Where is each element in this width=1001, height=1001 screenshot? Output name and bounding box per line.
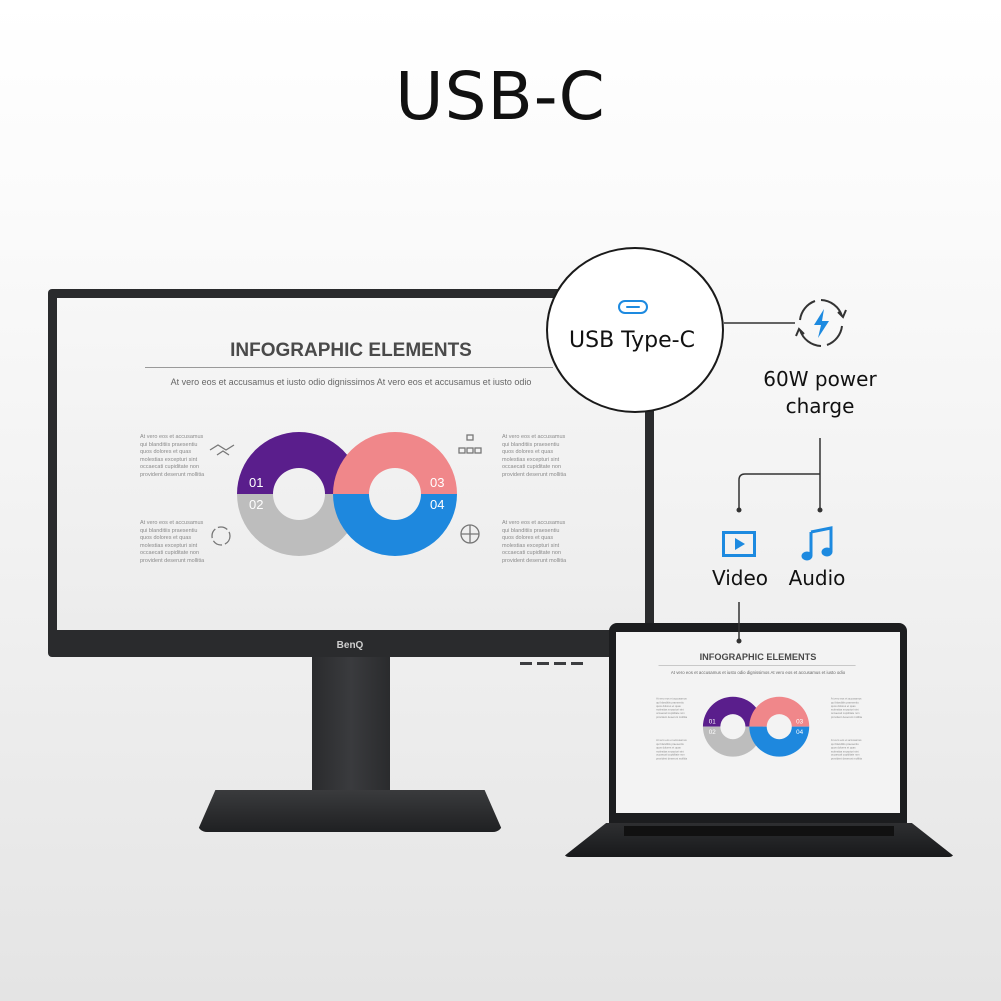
segment-03 — [333, 432, 457, 494]
monitor-stand-base — [197, 790, 503, 832]
segment-02 — [702, 726, 763, 757]
segment-label-02: 02 — [708, 728, 716, 736]
power-charge-label-line2: charge — [785, 394, 855, 418]
segment-03 — [749, 696, 810, 727]
segment-label-03: 03 — [796, 717, 804, 725]
infographic-title: INFOGRAPHIC ELEMENTS — [699, 652, 817, 663]
infographic-chart — [702, 696, 810, 757]
audio-label: Audio — [788, 566, 846, 590]
laptop-infographic: INFOGRAPHIC ELEMENTS At vero eos et accu… — [616, 632, 900, 792]
segment-04 — [333, 494, 457, 556]
usb-type-c-callout — [546, 247, 724, 413]
monitor-brand-logo: BenQ — [336, 640, 364, 651]
usb-type-c-label: USB Type-C — [569, 328, 695, 353]
monitor-stand-neck — [312, 657, 390, 799]
infographic-text-1: At vero eos et accusamus qui blanditiis … — [656, 697, 688, 719]
segment-label-01: 01 — [708, 717, 716, 725]
org-chart-icon — [458, 434, 482, 454]
monitor-screen: INFOGRAPHIC ELEMENTS At vero eos et accu… — [57, 298, 645, 630]
segment-02 — [237, 494, 361, 556]
monitor-infographic: INFOGRAPHIC ELEMENTS At vero eos et accu… — [57, 298, 645, 630]
infographic-chart — [209, 432, 482, 556]
segment-01 — [702, 696, 763, 727]
segment-label-03: 03 — [430, 475, 445, 490]
infographic-text-4: At vero eos et accusamus qui blanditiis … — [830, 739, 862, 761]
segment-label-02: 02 — [249, 497, 264, 512]
segment-label-01: 01 — [249, 475, 264, 490]
power-charge-label-line1: 60W power — [763, 367, 877, 391]
segment-01 — [237, 432, 361, 494]
infographic-text-2: At vero eos et accusamus qui blanditiis … — [140, 520, 205, 564]
music-note-icon — [801, 526, 833, 561]
infographic-subtitle: At vero eos et accusamus et iusto odio d… — [170, 377, 532, 387]
infographic-text-4: At vero eos et accusamus qui blanditiis … — [502, 520, 567, 564]
infographic-title: INFOGRAPHIC ELEMENTS — [230, 340, 472, 361]
pie-icon — [211, 526, 231, 546]
infographic-text-3: At vero eos et accusamus qui blanditiis … — [830, 697, 862, 719]
monitor-control-buttons — [520, 652, 610, 665]
video-label: Video — [711, 566, 769, 590]
usb-c-port-icon — [618, 300, 648, 314]
infographic-text-1: At vero eos et accusamus qui blanditiis … — [140, 434, 205, 478]
infographic-divider — [145, 367, 553, 368]
segment-04 — [749, 726, 810, 757]
branch-to-video-line — [738, 473, 820, 508]
laptop-screen: INFOGRAPHIC ELEMENTS At vero eos et accu… — [616, 632, 900, 813]
power-charge-icon — [795, 299, 847, 347]
segment-label-04: 04 — [796, 728, 804, 736]
segment-label-04: 04 — [430, 497, 445, 512]
laptop-keyboard-edge — [624, 826, 894, 836]
infographic-text-2: At vero eos et accusamus qui blanditiis … — [656, 739, 688, 761]
infographic-icons — [209, 434, 482, 546]
infographic-subtitle: At vero eos et accusamus et iusto odio d… — [670, 670, 846, 675]
handshake-icon — [209, 444, 235, 456]
video-play-icon — [722, 531, 756, 557]
infographic-text-3: At vero eos et accusamus qui blanditiis … — [502, 434, 567, 478]
page-title: USB-C — [395, 58, 606, 135]
